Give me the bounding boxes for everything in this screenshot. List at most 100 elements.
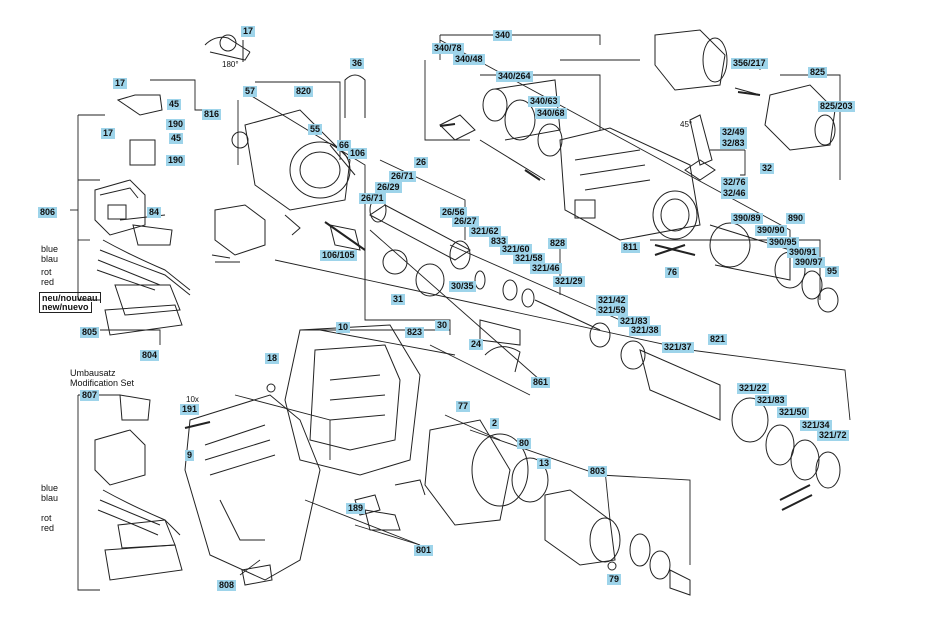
part-label-816[interactable]: 816 xyxy=(202,109,222,120)
electronic-module xyxy=(94,94,191,336)
part-label-31[interactable]: 31 xyxy=(391,294,406,305)
part-label-807[interactable]: 807 xyxy=(80,390,100,401)
part-label-10[interactable]: 10 xyxy=(336,322,351,333)
part-label-32-49[interactable]: 32/49 xyxy=(720,127,747,138)
part-label-321-42[interactable]: 321/42 xyxy=(596,295,628,306)
part-label-340-68[interactable]: 340/68 xyxy=(535,108,567,119)
part-label-340-264[interactable]: 340/264 xyxy=(496,71,533,82)
part-label-390-89[interactable]: 390/89 xyxy=(731,213,763,224)
part-label-321-29[interactable]: 321/29 xyxy=(553,276,585,287)
part-label-825-203[interactable]: 825/203 xyxy=(818,101,855,112)
part-label-24[interactable]: 24 xyxy=(469,339,484,350)
part-label-823[interactable]: 823 xyxy=(405,327,425,338)
part-label-321-83-b[interactable]: 321/83 xyxy=(755,395,787,406)
part-label-57[interactable]: 57 xyxy=(243,86,258,97)
part-label-803[interactable]: 803 xyxy=(588,466,608,477)
part-label-77[interactable]: 77 xyxy=(456,401,471,412)
part-label-190-b[interactable]: 190 xyxy=(166,155,186,166)
wire-note-red-2: red xyxy=(41,523,55,533)
part-label-321-72[interactable]: 321/72 xyxy=(817,430,849,441)
selector-lever xyxy=(684,114,716,181)
part-label-17-c[interactable]: 17 xyxy=(101,128,116,139)
part-label-76[interactable]: 76 xyxy=(665,267,680,278)
part-label-13[interactable]: 13 xyxy=(537,458,552,469)
part-label-80[interactable]: 80 xyxy=(517,438,532,449)
part-label-321-46[interactable]: 321/46 xyxy=(530,263,562,274)
part-label-45-b[interactable]: 45 xyxy=(169,133,184,144)
part-label-321-22[interactable]: 321/22 xyxy=(737,383,769,394)
part-label-820[interactable]: 820 xyxy=(294,86,314,97)
part-label-32[interactable]: 32 xyxy=(760,163,775,174)
part-label-45-a[interactable]: 45 xyxy=(167,99,182,110)
new-part-note-line1: neu/nouveau xyxy=(39,292,101,303)
part-label-390-90[interactable]: 390/90 xyxy=(755,225,787,236)
part-label-2[interactable]: 2 xyxy=(490,418,500,429)
part-label-321-58[interactable]: 321/58 xyxy=(513,253,545,264)
part-label-806[interactable]: 806 xyxy=(38,207,58,218)
wire-note-blau-2: blau xyxy=(41,493,59,503)
part-label-17[interactable]: 17 xyxy=(241,26,256,37)
wire-note-rot-2: rot xyxy=(41,513,52,523)
part-label-321-62[interactable]: 321/62 xyxy=(469,226,501,237)
part-label-32-46[interactable]: 32/46 xyxy=(721,188,748,199)
part-label-890[interactable]: 890 xyxy=(786,213,806,224)
part-label-390-97[interactable]: 390/97 xyxy=(793,257,825,268)
part-label-26-71-a[interactable]: 26/71 xyxy=(389,171,416,182)
new-part-note-line2: new/nuevo xyxy=(39,302,92,313)
part-label-55[interactable]: 55 xyxy=(308,124,323,135)
wire-note-blue-2: blue xyxy=(41,483,59,493)
part-label-36[interactable]: 36 xyxy=(350,58,365,69)
label-plate-808 xyxy=(241,564,273,586)
part-label-26-29[interactable]: 26/29 xyxy=(375,182,402,193)
part-label-321-59[interactable]: 321/59 xyxy=(596,305,628,316)
gearbox-flange xyxy=(231,109,366,251)
part-label-79[interactable]: 79 xyxy=(607,574,622,585)
part-label-26-27[interactable]: 26/27 xyxy=(452,216,479,227)
wire-note-blau: blau xyxy=(41,254,59,264)
part-label-30[interactable]: 30 xyxy=(435,320,450,331)
part-label-390-91[interactable]: 390/91 xyxy=(787,247,819,258)
part-label-340-78[interactable]: 340/78 xyxy=(432,43,464,54)
part-label-811[interactable]: 811 xyxy=(621,242,640,253)
part-label-190-a[interactable]: 190 xyxy=(166,119,186,130)
part-label-356-217[interactable]: 356/217 xyxy=(731,58,768,69)
part-label-340-63[interactable]: 340/63 xyxy=(528,96,560,107)
part-label-26-56[interactable]: 26/56 xyxy=(440,207,467,218)
part-label-66[interactable]: 66 xyxy=(337,140,352,151)
part-label-833[interactable]: 833 xyxy=(489,236,509,247)
screw-191 xyxy=(184,421,211,429)
part-label-861[interactable]: 861 xyxy=(531,377,551,388)
part-label-191[interactable]: 191 xyxy=(180,404,200,415)
part-label-9[interactable]: 9 xyxy=(185,450,195,461)
part-label-26[interactable]: 26 xyxy=(414,157,429,168)
part-label-30-35[interactable]: 30/35 xyxy=(449,281,476,292)
part-label-808[interactable]: 808 xyxy=(217,580,237,591)
part-label-26-71-b[interactable]: 26/71 xyxy=(359,193,386,204)
part-label-321-34[interactable]: 321/34 xyxy=(800,420,832,431)
part-label-804[interactable]: 804 xyxy=(140,350,160,361)
part-label-17-b[interactable]: 17 xyxy=(113,78,128,89)
part-label-825[interactable]: 825 xyxy=(808,67,828,78)
part-label-18[interactable]: 18 xyxy=(265,353,280,364)
part-label-801[interactable]: 801 xyxy=(414,545,434,556)
part-label-321-83[interactable]: 321/83 xyxy=(618,316,650,327)
part-label-32-76[interactable]: 32/76 xyxy=(721,177,748,188)
part-label-189[interactable]: 189 xyxy=(346,503,366,514)
part-label-321-38[interactable]: 321/38 xyxy=(629,325,661,336)
part-label-805[interactable]: 805 xyxy=(80,327,100,338)
part-label-321-60[interactable]: 321/60 xyxy=(500,244,532,255)
part-label-821[interactable]: 821 xyxy=(708,334,728,345)
lever-angle-note: 45° xyxy=(680,120,693,129)
part-label-390-95[interactable]: 390/95 xyxy=(767,237,799,248)
part-label-32-83[interactable]: 32/83 xyxy=(720,138,747,149)
part-label-340[interactable]: 340 xyxy=(493,30,513,41)
part-label-95[interactable]: 95 xyxy=(825,266,840,277)
part-label-106-105[interactable]: 106/105 xyxy=(320,250,357,261)
part-label-106[interactable]: 106 xyxy=(348,148,368,159)
part-label-321-37[interactable]: 321/37 xyxy=(662,342,694,353)
part-label-321-50[interactable]: 321/50 xyxy=(777,407,809,418)
part-label-84[interactable]: 84 xyxy=(147,207,162,218)
part-label-828[interactable]: 828 xyxy=(548,238,568,249)
part-label-340-48[interactable]: 340/48 xyxy=(453,54,485,65)
